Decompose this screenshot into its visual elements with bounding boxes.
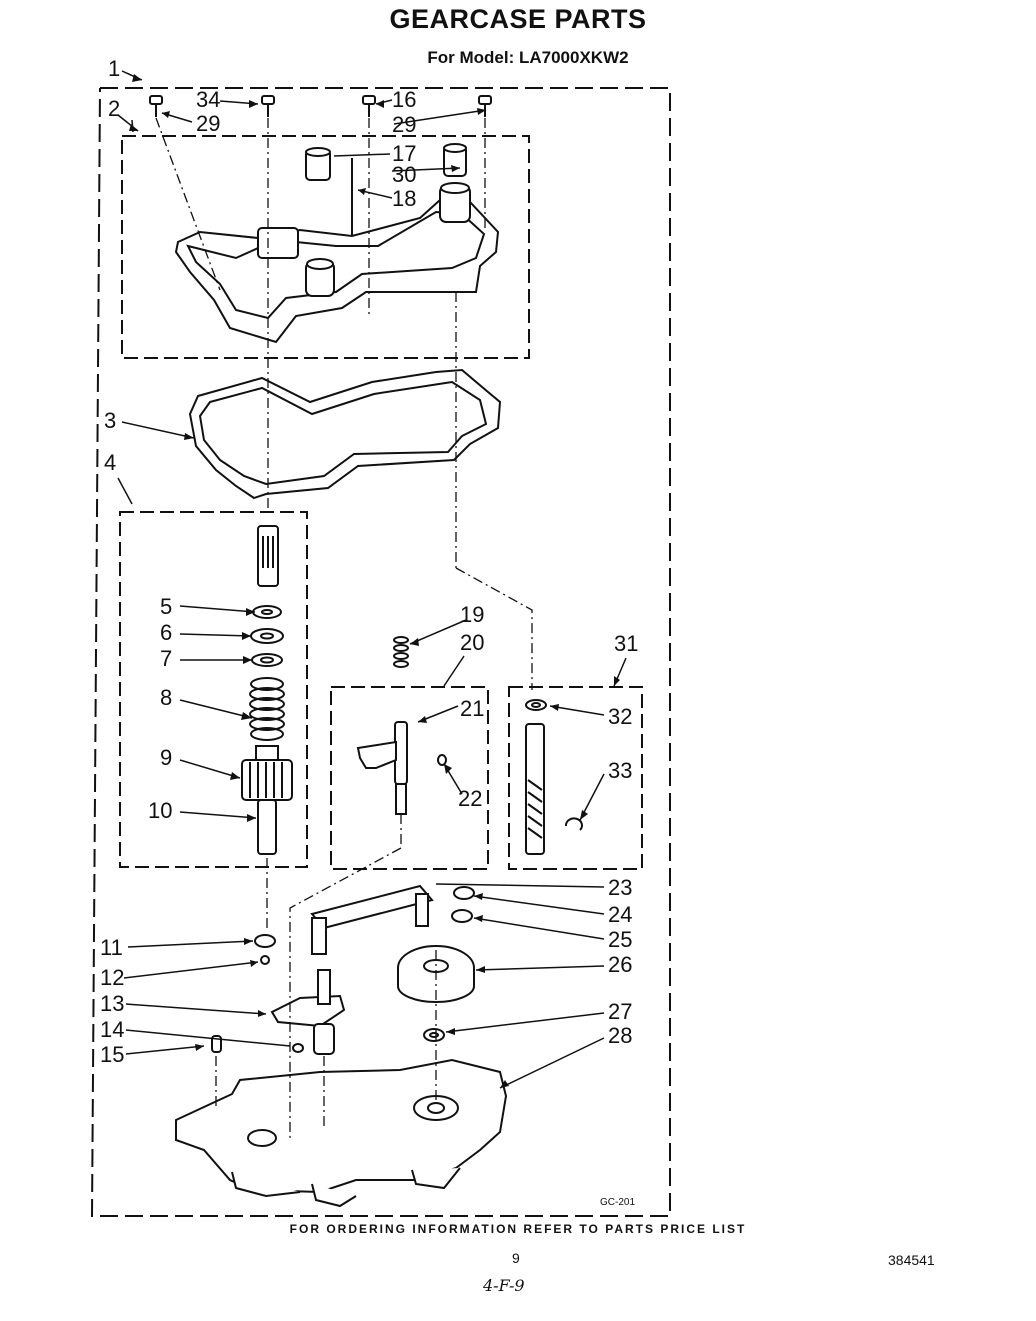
callout-20: 20 <box>460 630 484 655</box>
figure-code: GC-201 <box>600 1197 636 1208</box>
callout-1: 1 <box>108 56 120 81</box>
crank-assembly-icon <box>211 934 346 1055</box>
shift-fork-group-box <box>330 686 489 870</box>
callout-9: 9 <box>160 745 172 770</box>
bushing-icon <box>305 143 467 181</box>
callout-8: 8 <box>160 685 172 710</box>
drive-link-icon <box>310 884 434 955</box>
callout-19: 19 <box>460 602 484 627</box>
agitator-shaft-icon <box>525 699 583 855</box>
callout-34: 34 <box>196 87 220 112</box>
callout-13: 13 <box>100 991 124 1016</box>
callout-21: 21 <box>460 696 484 721</box>
document-number: 384541 <box>888 1252 935 1268</box>
callout-29-left: 29 <box>196 111 220 136</box>
callout-28: 28 <box>608 1023 632 1048</box>
callout-33: 33 <box>608 758 632 783</box>
callout-10: 10 <box>148 798 172 823</box>
shaft-group-box <box>508 686 643 870</box>
callout-3: 3 <box>104 408 116 433</box>
callout-17: 17 <box>392 141 416 166</box>
callout-11: 11 <box>100 935 123 960</box>
callout-6: 6 <box>160 620 172 645</box>
callout-5: 5 <box>160 594 172 619</box>
callout-12: 12 <box>100 965 124 990</box>
cover-group-box <box>121 135 530 359</box>
callout-23: 23 <box>608 875 632 900</box>
pinion-gear-icon <box>241 745 293 855</box>
clutch-group-box <box>119 511 308 868</box>
callout-4: 4 <box>104 450 116 475</box>
assembly-boundary <box>90 87 671 1217</box>
shaft-spline-icon <box>257 525 279 587</box>
handwritten-note: 4-F-9 <box>483 1276 525 1295</box>
callout-24: 24 <box>608 902 632 927</box>
callout-30: 30 <box>392 162 416 187</box>
callout-2: 2 <box>108 96 120 121</box>
callout-29-right: 29 <box>392 112 416 137</box>
page-number: 9 <box>512 1250 520 1266</box>
gasket-icon <box>188 368 502 500</box>
shift-fork-icon <box>356 721 447 815</box>
gearcase-base-icon <box>175 1058 508 1208</box>
washer-icon <box>250 605 284 667</box>
callout-15: 15 <box>100 1042 124 1067</box>
model-line: For Model: LA7000XKW2 <box>427 48 629 67</box>
callout-25: 25 <box>608 927 632 952</box>
callout-31: 31 <box>614 631 638 656</box>
callout-16: 16 <box>392 87 416 112</box>
small-spring-icon <box>393 636 409 668</box>
ordering-note: FOR ORDERING INFORMATION REFER TO PARTS … <box>289 1222 747 1236</box>
callout-22: 22 <box>458 786 482 811</box>
callout-18: 18 <box>392 186 416 211</box>
callout-32: 32 <box>608 704 632 729</box>
page-title: GEARCASE PARTS <box>389 4 647 34</box>
gearcase-cover-icon <box>174 182 500 344</box>
callout-26: 26 <box>608 952 632 977</box>
callout-7: 7 <box>160 646 172 671</box>
callout-14: 14 <box>100 1017 124 1042</box>
spring-icon <box>249 677 285 741</box>
callout-27: 27 <box>608 999 632 1024</box>
